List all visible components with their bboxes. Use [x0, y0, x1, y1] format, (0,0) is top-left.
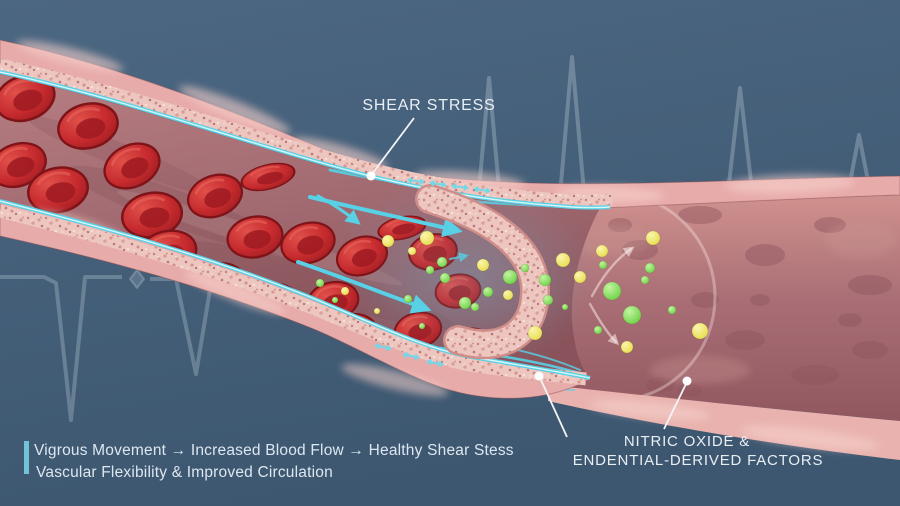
ecg-spike [726, 86, 754, 193]
nitric-oxide-label-line1: NITRIC OXIDE & [624, 433, 750, 450]
nitric-oxide-label-line2: ENDENTIAL-DERIVED FACTORS [573, 452, 824, 469]
endothelial-factor-particle [470, 302, 480, 312]
nitric-oxide-particle [340, 286, 350, 296]
endothelial-factor-particle [418, 322, 426, 330]
nitric-oxide-particle [620, 340, 634, 354]
nitric-oxide-particle [407, 246, 417, 256]
vessel-top-wall [0, 39, 900, 210]
cut-edge-speckle [417, 186, 548, 357]
endothelial-factor-particle [315, 278, 325, 288]
nitric-oxide-particle [419, 230, 435, 246]
flow-arrow-small [449, 252, 469, 263]
nitric-oxide-particle [555, 252, 571, 268]
endothelial-factor-particle [458, 296, 472, 310]
caption-block: Vigrous Movement → Increased Blood Flow … [24, 441, 514, 481]
endothelial-factor-particle [403, 294, 413, 304]
label-pointer-dot [682, 376, 692, 386]
nitric-oxide-particle [573, 270, 587, 284]
endothelial-factor-particle [602, 281, 622, 301]
bottom-band-highlights [590, 399, 880, 451]
caption-line2: Vascular Flexibility & Improved Circulat… [36, 464, 333, 481]
endothelial-factor-particle [561, 303, 569, 311]
nitric-oxide-particle [691, 322, 709, 340]
nitric-oxide-particle [502, 289, 514, 301]
endothelial-factor-particle [542, 294, 554, 306]
flow-arrow [296, 260, 432, 314]
endothelial-factor-particle [644, 262, 656, 274]
endothelial-factor-particle [667, 305, 677, 315]
endothelial-factor-particle [538, 273, 552, 287]
endothelial-factor-particle [520, 263, 530, 273]
endothelial-factor-particle [640, 275, 650, 285]
nitric-oxide-callout: NITRIC OXIDE & ENDENTIAL-DERIVED FACTORS [534, 371, 824, 469]
caption-accent-bar [24, 441, 29, 474]
vessel-bottom-wall [0, 199, 592, 399]
endothelial-factor-particle [502, 269, 518, 285]
nitric-oxide-particle [527, 325, 543, 341]
nitric-oxide-particle [476, 258, 490, 272]
shear-stress-callout: SHEAR STRESS [362, 97, 495, 181]
signal-particles [315, 230, 709, 354]
bottom-wall-speckle-layer [0, 204, 587, 386]
label-pointer-line [663, 383, 687, 430]
label-pointer-line [371, 117, 415, 175]
vessel-cut-edge [415, 184, 550, 360]
ecg-spike [477, 76, 501, 191]
nitric-oxide-particle [381, 234, 395, 248]
nitric-oxide-particle [595, 244, 609, 258]
ecg-segment [0, 275, 122, 422]
ecg-glint-diamond [129, 269, 145, 289]
shear-stress-label: SHEAR STRESS [362, 97, 495, 114]
bottom-endothelium-core [0, 200, 591, 379]
endothelial-factor-particle [622, 305, 642, 325]
ecg-spike [558, 55, 586, 196]
endothelial-factor-particle [598, 260, 608, 270]
ecg-waveform-upper [477, 55, 871, 196]
nitric-oxide-particle [373, 307, 381, 315]
endothelial-factor-particle [331, 296, 339, 304]
endothelial-factor-particle [482, 286, 494, 298]
label-pointer-line [540, 379, 568, 438]
endothelial-factor-particle [439, 272, 451, 284]
endothelial-factor-particle [436, 256, 448, 268]
label-pointer-dot [534, 371, 544, 381]
endothelial-factor-particle [593, 325, 603, 335]
flow-arrow [308, 195, 463, 238]
nitric-oxide-particle [645, 230, 661, 246]
top-wall-speckle-layer [0, 58, 613, 208]
caption-line1: Vigrous Movement → Increased Blood Flow … [34, 442, 514, 459]
top-endothelium-core [0, 71, 611, 209]
endothelial-factor-particle [425, 265, 435, 275]
ecg-spike [847, 133, 871, 189]
label-pointer-dot [366, 171, 376, 181]
